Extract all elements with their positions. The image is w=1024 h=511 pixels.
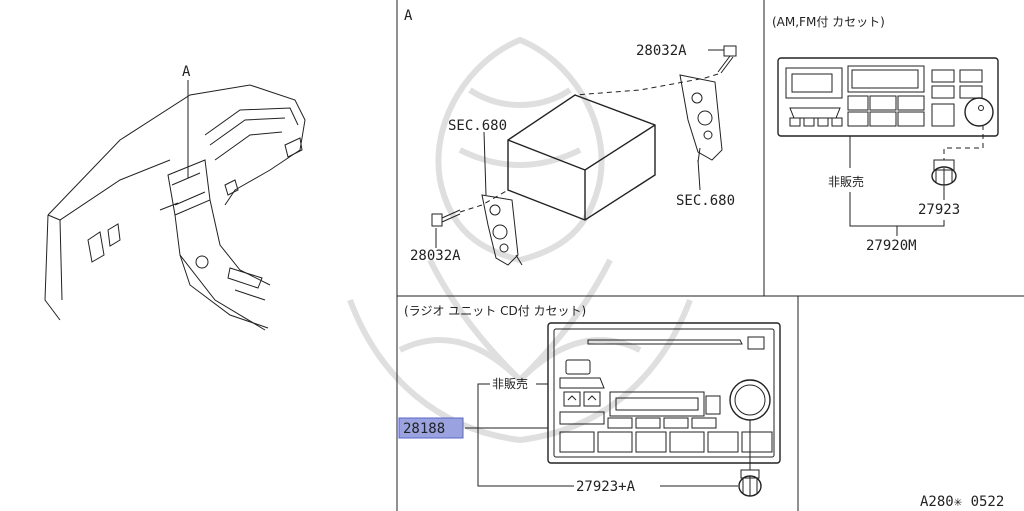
- cd-panel-title: (ラジオ ユニット CD付 カセット): [404, 304, 586, 318]
- cd-unit-part[interactable]: 28188: [403, 421, 445, 437]
- right-bracket: [679, 74, 723, 163]
- amfm-knob-icon: [931, 159, 957, 186]
- bottom-screw-icon: [431, 209, 461, 227]
- cd-radio-faceplate: [547, 322, 781, 464]
- amfm-not-for-sale: 非販売: [828, 174, 864, 189]
- assembly-dashline-top: [574, 73, 719, 96]
- cd-not-for-sale: 非販売: [492, 376, 528, 391]
- cd-bracket-bottom: [477, 428, 574, 487]
- leader-sec-left: [483, 131, 487, 196]
- cd-bracket-top: [477, 383, 490, 428]
- part-28032a-top: 28032A: [636, 43, 687, 59]
- panel-borders: [396, 0, 1024, 511]
- sec-680-right: SEC.680: [676, 193, 735, 209]
- part-28032a-bottom: 28032A: [410, 248, 461, 264]
- top-screw-icon: [717, 45, 737, 74]
- left-bracket: [481, 194, 523, 266]
- amfm-radio-faceplate: [777, 57, 999, 137]
- watermark-emblem: [347, 36, 693, 444]
- cd-knob-part: 27923+A: [576, 479, 636, 495]
- leader-sec-right: [697, 159, 701, 191]
- assembly-dashline-bottom: [459, 189, 509, 213]
- cd-unit-part-highlight: [398, 417, 464, 439]
- amfm-panel-title: (AM,FM付 カセット): [772, 15, 885, 29]
- footer-code: A280✳ 0522: [920, 494, 1004, 510]
- amfm-knob-dashline: [943, 125, 984, 160]
- sec-680-left: SEC.680: [448, 118, 507, 134]
- amfm-knob-part: 27923: [918, 202, 960, 218]
- dashboard-overview-illustration: [44, 84, 306, 331]
- radio-box: [507, 94, 656, 221]
- cd-knob-icon: [738, 469, 762, 497]
- amfm-unit-part: 27920M: [866, 238, 917, 254]
- panel-a-title: A: [404, 8, 413, 24]
- overview-callout-a: A: [182, 64, 191, 80]
